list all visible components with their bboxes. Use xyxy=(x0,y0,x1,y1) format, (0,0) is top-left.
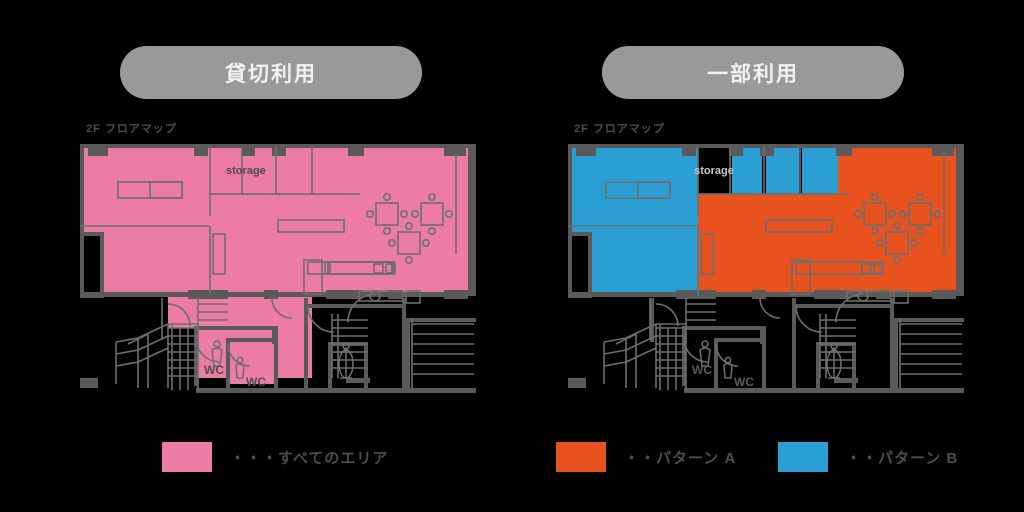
floormap-svg: storage WC WC xyxy=(80,144,476,393)
storage-label: storage xyxy=(226,165,266,177)
panel-title-pill-partial[interactable]: 一部利用 xyxy=(602,46,904,99)
storage-label: storage xyxy=(694,165,734,177)
floormap-partial: storage WC WC xyxy=(564,138,964,393)
wc-label-1: WC xyxy=(692,363,712,377)
wc-label-2: WC xyxy=(734,375,754,389)
elevator-icon-group xyxy=(826,342,842,379)
wc-label-1: WC xyxy=(204,363,224,377)
legend-label-pattern-b: ・・パターン B xyxy=(846,449,959,467)
partition-layer xyxy=(80,146,457,304)
floormap-svg: storage WC WC xyxy=(568,144,964,393)
partition-layer xyxy=(568,146,945,304)
wall-layer xyxy=(80,144,476,393)
stair-group xyxy=(603,293,962,390)
legend-swatch-pattern-b xyxy=(778,442,828,472)
panel-title-text: 一部利用 xyxy=(707,62,799,86)
legend-pattern-a: ・・パターン A xyxy=(556,442,736,472)
panel-partial-use: 一部利用 2F フロアマップ xyxy=(512,0,1024,512)
legend-label-all-areas: ・・・すべてのエリア xyxy=(230,449,389,467)
panel-exclusive-use: 貸切利用 2F フロアマップ xyxy=(76,46,476,472)
floor-label: 2F フロアマップ xyxy=(86,123,177,135)
panel-title-text: 貸切利用 xyxy=(225,62,317,86)
wc-label-2: WC xyxy=(246,375,266,389)
legend-pattern-b: ・・パターン B xyxy=(778,442,958,472)
legend-label-pattern-a: ・・パターン A xyxy=(624,449,737,467)
panel-title-pill-exclusive[interactable]: 貸切利用 xyxy=(120,46,422,99)
table-group xyxy=(853,192,941,265)
wc-icon-group xyxy=(699,340,733,379)
stair-group xyxy=(115,293,474,390)
table-group xyxy=(365,192,453,265)
legend-all-areas: ・・・すべてのエリア xyxy=(162,442,388,472)
wc-icon-group xyxy=(211,340,245,379)
floor-label: 2F フロアマップ xyxy=(574,123,665,135)
legend-swatch-all-areas xyxy=(162,442,212,472)
legend-swatch-pattern-a xyxy=(556,442,606,472)
floormap-exclusive: storage WC WC xyxy=(76,138,476,393)
elevator-icon-group xyxy=(338,342,354,379)
